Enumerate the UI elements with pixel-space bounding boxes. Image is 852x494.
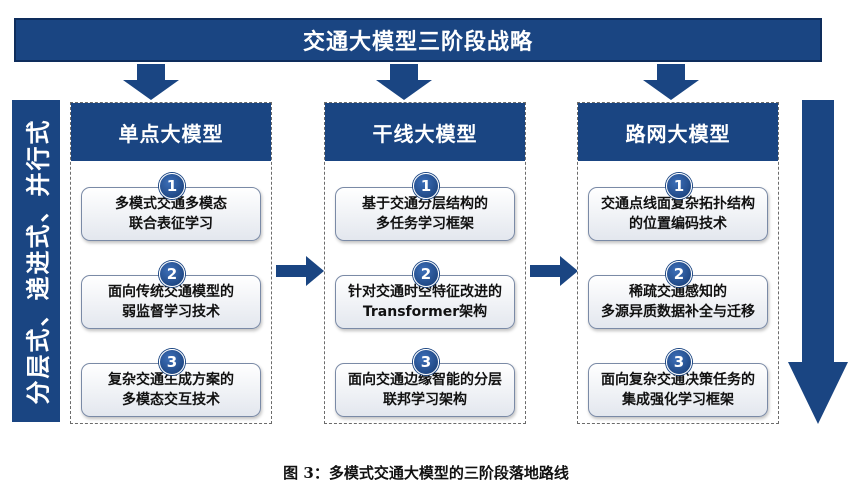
step-number-badge: 1	[413, 173, 439, 199]
down-arrow-icon	[376, 64, 432, 100]
side-label-text: 分层式、递进式、并行式	[24, 118, 53, 404]
step-number-badge: 1	[159, 173, 185, 199]
stage-column-single-point: 单点大模型 1 多模式交通多模态 联合表征学习 2 面向传统交通模型的 弱监督学…	[70, 102, 272, 424]
down-arrow-icon	[123, 64, 179, 100]
stage-column-road-network: 路网大模型 1 交通点线面复杂拓扑结构 的位置编码技术 2 稀疏交通感知的 多源…	[577, 102, 779, 424]
step-number-badge: 3	[413, 349, 439, 375]
step-number-badge: 2	[413, 261, 439, 287]
column-header: 路网大模型	[578, 103, 778, 161]
method-box: 面向复杂交通决策任务的 集成强化学习框架	[588, 363, 768, 417]
step-number-badge: 2	[666, 261, 692, 287]
method-box: 针对交通时空特征改进的 Transformer架构	[335, 275, 515, 329]
step-number-badge: 1	[666, 173, 692, 199]
figure-caption: 图 3：多模式交通大模型的三阶段落地路线	[283, 464, 569, 482]
down-arrow-icon	[643, 64, 699, 100]
step-number-badge: 3	[159, 349, 185, 375]
side-label: 分层式、递进式、并行式	[12, 100, 60, 422]
column-header: 单点大模型	[71, 103, 271, 161]
right-arrow-icon	[276, 256, 324, 286]
right-arrow-icon	[530, 256, 578, 286]
step-number-badge: 3	[666, 349, 692, 375]
column-header: 干线大模型	[325, 103, 525, 161]
stage-column-trunk-line: 干线大模型 1 基于交通分层结构的 多任务学习框架 2 针对交通时空特征改进的 …	[324, 102, 526, 424]
step-number-badge: 2	[159, 261, 185, 287]
progression-down-arrow-icon	[788, 100, 848, 424]
strategy-title: 交通大模型三阶段战略	[14, 18, 822, 62]
method-box: 稀疏交通感知的 多源异质数据补全与迁移	[588, 275, 768, 329]
